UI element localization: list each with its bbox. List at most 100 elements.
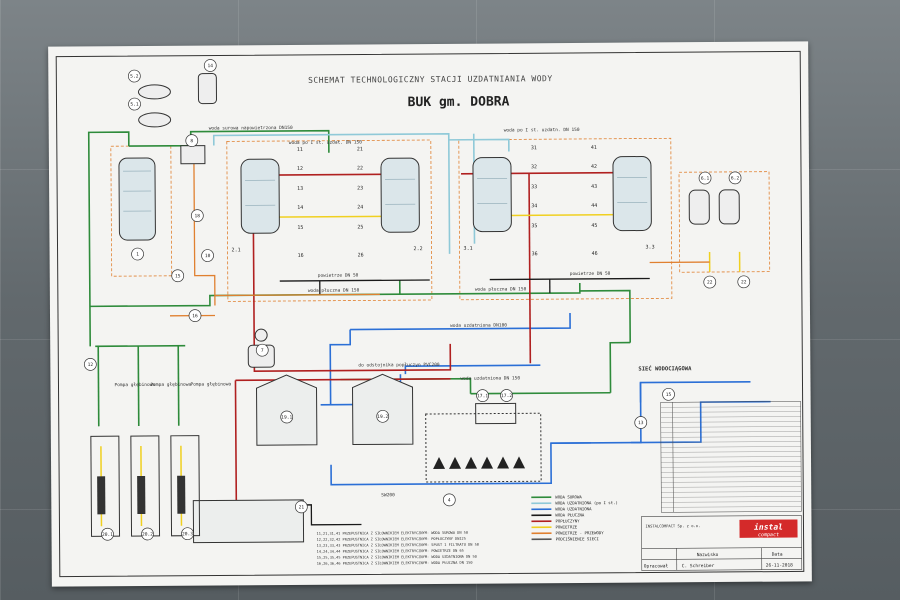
note-line: 12,22,32,42 PRZEPUSTNICA Z SIŁOWNIKIEM E…: [317, 537, 466, 542]
callout-circle: [188, 309, 202, 322]
table-row-line: [660, 426, 801, 428]
filter-tag-3-3: 3.3: [646, 244, 655, 250]
callout-label: 6.2: [731, 175, 740, 181]
label-tank-feed: woda uzdatniona DN 150: [460, 375, 520, 381]
valve-44: 44: [591, 203, 597, 209]
title-line-1: SCHEMAT TECHNOLOGICZNY STACJI UZDATNIANI…: [308, 74, 553, 85]
callout-label: 18: [195, 213, 201, 219]
table-row-line: [661, 496, 802, 498]
label-first-stage: woda po I st. uzdat. DN 150: [289, 139, 362, 146]
table-row-line: [660, 411, 801, 413]
valve-11: 11: [297, 147, 303, 153]
callout-label: 17.1: [477, 393, 488, 399]
valve-34: 34: [531, 203, 537, 209]
label-backwash: do odstojnika popłuczyn PVC200: [358, 362, 440, 369]
valve-25: 25: [357, 224, 363, 230]
callout-circle: [376, 409, 390, 423]
callout-label: 13: [638, 420, 644, 426]
table-row-line: [661, 501, 802, 503]
label-city-network: SIEĆ WODOCIĄGOWA: [638, 365, 692, 372]
title-block: [641, 515, 803, 571]
callout-label: 19.2: [377, 414, 388, 420]
note-line: 15,25,35,45 PRZEPUSTNICA Z SIŁOWNIKIEM E…: [317, 555, 477, 560]
valve-46: 46: [592, 251, 598, 257]
note-line: 13,23,33,43 PRZEPUSTNICA Z SIŁOWNIKIEM E…: [317, 543, 479, 548]
table-row-line: [661, 456, 802, 458]
callout-circle: [703, 275, 717, 289]
filter-hatching: [122, 170, 648, 212]
label-first-stage-top: woda po I st. uzdatn. DN 150: [504, 127, 580, 134]
callout-label: 20.2: [142, 532, 153, 538]
table-row-line: [661, 476, 802, 478]
table-row-line: [660, 451, 801, 453]
callout-label: 4: [448, 497, 451, 503]
filter-tag-3-1: 3.1: [464, 246, 473, 252]
table-row-line: [660, 406, 801, 408]
filter-enclosures: [110, 137, 771, 302]
filter-tags: 2.1 2.2 3.1 3.3: [232, 244, 655, 253]
callout-circle: [442, 493, 456, 507]
table-row-line: [660, 416, 801, 418]
nazwisko-label: Nazwisko: [697, 552, 719, 558]
callout-label: 19.1: [281, 415, 292, 421]
valve-numbers-right: 31 32 33 34 35 36 41 42 43 44 45 46: [531, 145, 598, 257]
callout-label: 6.1: [701, 176, 710, 182]
filter-tag-2-2: 2.2: [414, 246, 423, 252]
valve-numbers-left: 11 12 13 14 15 16 21 22 23 24 25 26: [297, 146, 364, 258]
legend-label: PODCIŚNIENIE SIECI: [556, 536, 600, 541]
legend-label: WODA UZDATNIONA (po I st.): [555, 500, 618, 505]
callout-label: 8: [190, 138, 193, 144]
legend-label: POWIETRZE: [555, 524, 577, 529]
callout-circle: [500, 389, 513, 402]
valve-36: 36: [532, 251, 538, 257]
opracowal-label: Opracował: [644, 563, 669, 569]
raw-water-pipes: [87, 129, 632, 427]
table-row-line: [661, 491, 802, 493]
valve-22: 22: [357, 165, 363, 171]
pump-housings: [425, 402, 542, 483]
callout-circle: [131, 247, 144, 261]
callout-circle: [476, 389, 489, 402]
table-row-line: [661, 471, 802, 473]
sludge-pipes: [234, 171, 630, 517]
equipment-list-rows: [660, 406, 802, 508]
compressors: [137, 73, 740, 368]
title-line-2: BUK gm. DOBRA: [408, 94, 510, 110]
callout-label: 14: [207, 63, 213, 69]
data-label: Data: [772, 552, 783, 558]
well-pumps: [97, 475, 186, 515]
callout-label: 20.3: [182, 531, 193, 537]
process-schematic: SCHEMAT TECHNOLOGICZNY STACJI UZDATNIANI…: [55, 50, 805, 578]
company-logo: instal compact: [739, 519, 798, 538]
valve-23: 23: [357, 185, 363, 191]
label-bypass: woda surowa napowietrzona DN150: [209, 125, 293, 132]
valve-16: 16: [298, 253, 304, 259]
label-air-right: powietrze DN 50: [570, 271, 611, 277]
valve-45: 45: [591, 223, 597, 229]
callout-circle: [634, 416, 648, 429]
table-row-line: [661, 466, 802, 468]
table-row-line: [660, 431, 801, 433]
callout-label: 22: [741, 279, 747, 285]
callout-circle: [294, 500, 308, 514]
label-sewer: SW200: [381, 492, 395, 498]
callout-label: 5.1: [130, 102, 139, 108]
logo-line-1: instal: [754, 522, 783, 532]
valve-32: 32: [531, 164, 537, 170]
opracowal-value: C. Schreiber: [682, 563, 715, 569]
callout-label: 16: [192, 313, 198, 319]
callout-circle: [141, 527, 154, 541]
logo-line-2: compact: [758, 532, 779, 538]
callout-label: 1: [136, 252, 139, 258]
filter-tag-2-1: 2.1: [232, 247, 241, 253]
callout-circle: [737, 275, 751, 289]
callout-circle: [181, 527, 194, 541]
company-address: INSTALCOMPACT Sp. z o.o.: [645, 523, 700, 528]
callout-circle: [280, 410, 294, 424]
table-row-line: [660, 436, 801, 438]
callout-circle: [128, 97, 141, 111]
table-row-line: [660, 421, 801, 423]
note-line: 11,21,31,41 PRZEPUSTNICA Z SIŁOWNIKIEM E…: [317, 531, 468, 536]
legend-label: WODA SUROWA: [555, 494, 582, 499]
